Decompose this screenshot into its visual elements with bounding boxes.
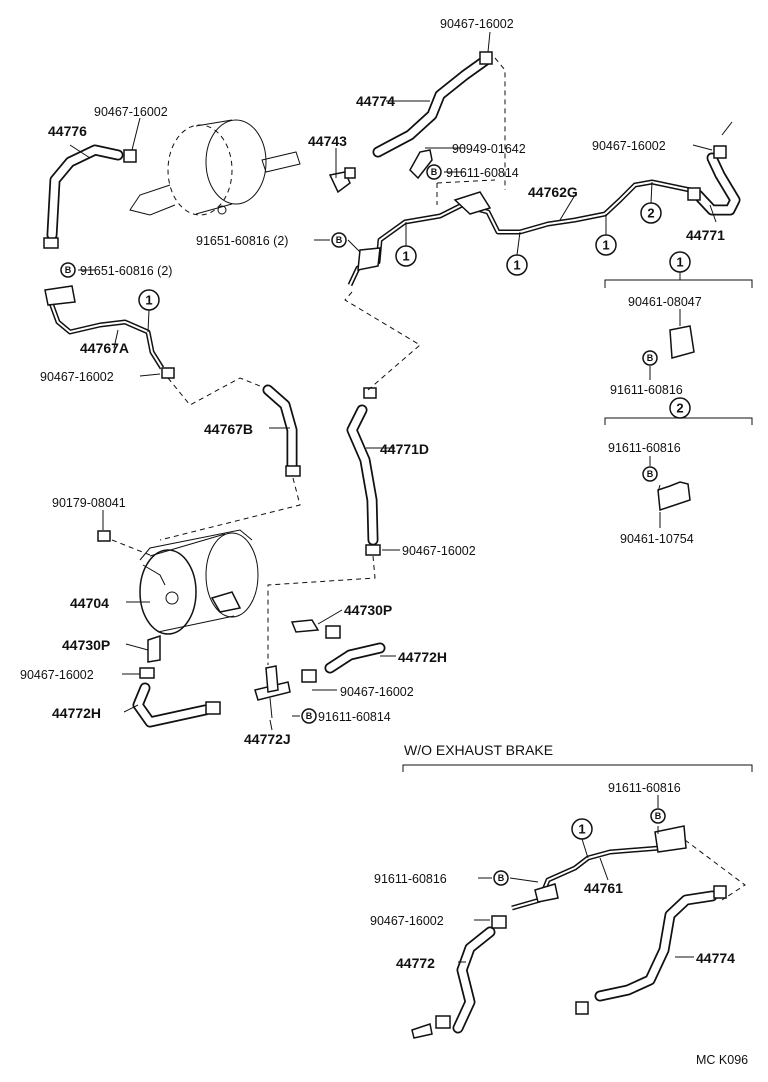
hose-44774-sub (575, 885, 727, 1015)
section-title: W/O EXHAUST BRAKE (404, 742, 553, 758)
label-91651-60816-a: 91651-60816 (2) (196, 234, 288, 248)
label-44776: 44776 (48, 123, 87, 139)
bolt-marker-b-8: B (493, 870, 509, 886)
hose-44774-top (372, 51, 493, 158)
label-44772J: 44772J (244, 731, 291, 747)
label-44771: 44771 (686, 227, 725, 243)
label-90467-16002-lowleft: 90467-16002 (20, 668, 94, 682)
bolt-marker-b-5: B (642, 350, 658, 366)
svg-text:B: B (431, 167, 438, 177)
marker-circle-1-a: 1 (395, 222, 417, 267)
svg-text:1: 1 (676, 255, 683, 270)
label-legend2-90461-10754: 90461-10754 (620, 532, 694, 546)
label-91611-60814-low: 91611-60814 (318, 710, 391, 724)
hose-44772H-left (132, 682, 221, 728)
union-90949 (409, 149, 433, 180)
marker-circle-1-b: 1 (506, 231, 528, 276)
valve-44743 (328, 167, 356, 194)
hose-44767B (262, 384, 301, 477)
label-90467-16002-top: 90467-16002 (440, 17, 514, 31)
label-91611-60814-top: 91611-60814 (446, 166, 519, 180)
brake-booster (129, 119, 301, 216)
label-sub-44774: 44774 (696, 950, 735, 966)
label-legend1-91611-60816: 91611-60816 (610, 383, 683, 397)
check-valve-44730P-right (290, 619, 341, 639)
marker-circle-1-legend: 1 (669, 251, 691, 273)
svg-text:B: B (65, 265, 72, 275)
pipe-44767A (44, 285, 175, 379)
label-91651-60816-b: 91651-60816 (2) (80, 264, 172, 278)
hose-44771 (687, 121, 741, 216)
label-44762G: 44762G (528, 184, 578, 200)
label-44771D: 44771D (380, 441, 429, 457)
label-44704: 44704 (70, 595, 109, 611)
label-90467-16002-right: 90467-16002 (592, 139, 666, 153)
bolt-marker-b-7: B (650, 808, 666, 824)
diagram-code: MC K096 (696, 1053, 748, 1067)
label-44767A: 44767A (80, 340, 129, 356)
label-90467-16002-lowmid: 90467-16002 (340, 685, 414, 699)
svg-text:2: 2 (647, 206, 654, 221)
svg-text:B: B (647, 469, 654, 479)
label-sub-91611-60816-left: 91611-60816 (374, 872, 447, 886)
leader-lines (69, 31, 717, 963)
hose-44772-sub (411, 915, 507, 1039)
label-44774-top: 44774 (356, 93, 395, 109)
svg-text:B: B (647, 353, 654, 363)
bolt-marker-b-4: B (301, 708, 317, 724)
marker-circle-2-legend: 2 (669, 397, 691, 419)
label-44772H-right: 44772H (398, 649, 447, 665)
label-90467-16002-44771D: 90467-16002 (402, 544, 476, 558)
pipe-44762G (347, 179, 691, 287)
bolt-marker-b-3: B (60, 262, 76, 278)
bolt-marker-b-6: B (642, 466, 658, 482)
label-44730P-left: 44730P (62, 637, 110, 653)
svg-text:B: B (306, 711, 313, 721)
marker-circle-1-c: 1 (595, 214, 617, 256)
svg-text:1: 1 (513, 258, 520, 273)
pipe-44761 (511, 825, 687, 911)
label-sub-91611-60816-top: 91611-60816 (608, 781, 681, 795)
svg-text:1: 1 (402, 249, 409, 264)
label-90467-16002-mid: 90467-16002 (40, 370, 114, 384)
svg-text:1: 1 (145, 293, 152, 308)
label-sub-44772: 44772 (396, 955, 435, 971)
hose-44772H-right (301, 642, 386, 683)
label-90179-08041: 90179-08041 (52, 496, 126, 510)
svg-text:B: B (336, 235, 343, 245)
svg-text:B: B (655, 811, 662, 821)
label-sub-90467-16002: 90467-16002 (370, 914, 444, 928)
plug-90179 (97, 530, 111, 542)
label-44772H-left: 44772H (52, 705, 101, 721)
bolt-marker-b-2: B (331, 232, 347, 248)
marker-circle-1-d: 1 (138, 289, 160, 333)
label-44743: 44743 (308, 133, 347, 149)
check-valve-44730P-left (139, 634, 161, 679)
bolt-marker-b-1: B (426, 164, 442, 180)
vacuum-tank-44704 (139, 529, 259, 635)
bracket-90461-10754 (657, 481, 691, 512)
label-90467-16002-left: 90467-16002 (94, 105, 168, 119)
label-sub-44761: 44761 (584, 880, 623, 896)
tee-44772J (254, 665, 291, 719)
label-44767B: 44767B (204, 421, 253, 437)
clamp-90461-08047 (669, 325, 695, 359)
hose-44776 (43, 144, 137, 249)
hose-44771D (346, 387, 381, 556)
svg-text:B: B (498, 873, 505, 883)
label-legend2-91611-60816: 91611-60816 (608, 441, 681, 455)
label-legend1-90461-08047: 90461-08047 (628, 295, 702, 309)
svg-text:2: 2 (676, 401, 683, 416)
label-90949-01642: 90949-01642 (452, 142, 526, 156)
marker-circle-2-a: 2 (640, 181, 662, 224)
svg-text:1: 1 (602, 238, 609, 253)
marker-circle-1-sub: 1 (571, 818, 593, 859)
label-44730P-right: 44730P (344, 602, 392, 618)
clamp-icon (479, 51, 493, 65)
svg-text:1: 1 (578, 822, 585, 837)
